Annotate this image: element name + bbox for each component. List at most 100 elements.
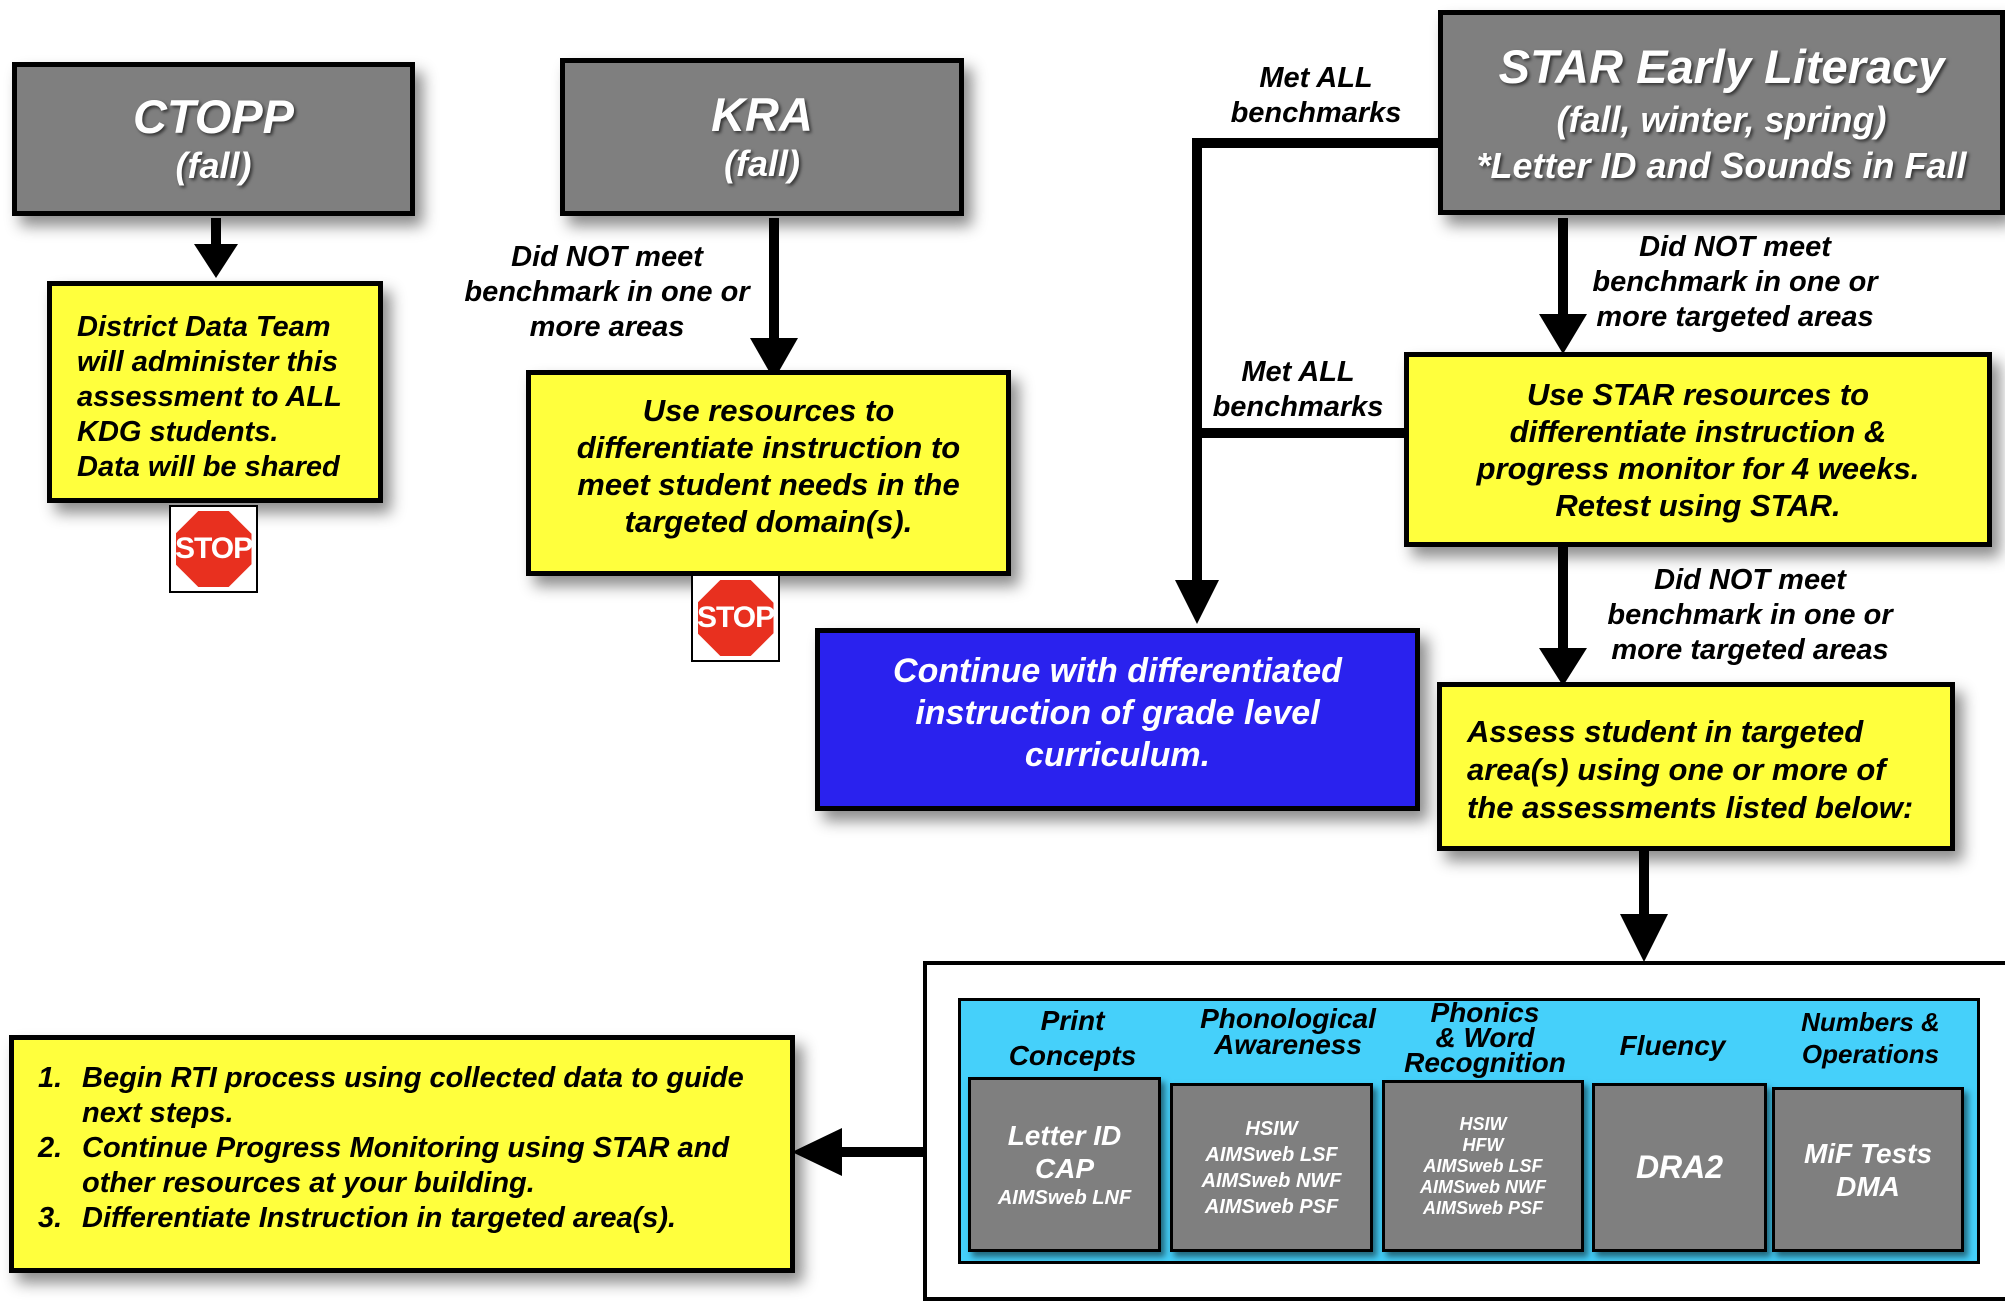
district-line: KDG students. [77, 416, 279, 448]
tool-name: Letter ID [1007, 1119, 1122, 1151]
tool-name: AIMSweb LNF [997, 1186, 1132, 1209]
steps-arrow-head [792, 1128, 842, 1176]
category-header-fluency: Fluency [1590, 1030, 1755, 1062]
label-line: Met ALL [1241, 356, 1355, 388]
step-text: next steps. [82, 1097, 234, 1129]
label-line: benchmark in one or [1607, 599, 1893, 631]
star-line3: *Letter ID and Sounds in Fall [1476, 144, 1967, 186]
step-item: 1. Begin RTI process using collected dat… [38, 1061, 780, 1131]
category-header-print-concepts: Print Concepts [975, 1003, 1170, 1073]
assess-arrow-head [1620, 914, 1668, 962]
header-line: & Word [1435, 1022, 1535, 1053]
header-line: Awareness [1214, 1029, 1362, 1060]
header-line: Phonics [1430, 997, 1540, 1028]
tool-name: AIMSweb PSF [1422, 1197, 1543, 1218]
stop-sign-icon: STOP [691, 574, 780, 662]
continue-line: curriculum. [1024, 735, 1211, 774]
star-not-met-label: Did NOT meet benchmark in one or more ta… [1570, 230, 1900, 335]
star-resources-met-all-label: Met ALL benchmarks [1198, 355, 1398, 425]
assess-box: Assess student in targeted area(s) using… [1437, 682, 1955, 851]
star-resources-line: Use STAR resources to [1526, 376, 1870, 412]
kra-not-met-label: Did NOT meet benchmark in one or more ar… [452, 240, 762, 345]
continue-box: Continue with differentiated instruction… [815, 628, 1420, 811]
tool-name: CAP [1034, 1152, 1095, 1184]
step-item: 2. Continue Progress Monitoring using ST… [38, 1131, 780, 1201]
header-line: Numbers & [1801, 1007, 1940, 1037]
tool-name: AIMSweb PSF [1204, 1195, 1339, 1218]
tool-card-phonics: HSIW HFW AIMSweb LSF AIMSweb NWF AIMSweb… [1382, 1080, 1584, 1252]
tool-card-print-concepts: Letter ID CAP AIMSweb LNF [968, 1077, 1161, 1252]
star-resources-not-met-label: Did NOT meet benchmark in one or more ta… [1585, 563, 1915, 668]
kra-resources-line: differentiate instruction to [576, 430, 961, 465]
district-line: assessment to ALL [77, 381, 342, 413]
star-resources-box: Use STAR resources to differentiate inst… [1404, 352, 1992, 547]
district-box: District Data Team will administer this … [47, 281, 383, 503]
tool-name: AIMSweb LSF [1423, 1155, 1543, 1176]
district-line: District Data Team [77, 311, 331, 343]
star-arrow-head [1539, 314, 1587, 354]
met-all-arrow-head [1175, 580, 1219, 624]
step-text: Differentiate Instruction in targeted ar… [82, 1202, 677, 1234]
continue-line: instruction of grade level [915, 693, 1320, 732]
tool-card-numbers-operations: MiF Tests DMA [1772, 1087, 1964, 1252]
tool-card-fluency: DRA2 [1592, 1083, 1767, 1252]
tool-name: AIMSweb NWF [1420, 1176, 1546, 1197]
star-resources-line: progress monitor for 4 weeks. [1476, 450, 1920, 486]
next-steps-box: 1. Begin RTI process using collected dat… [9, 1035, 795, 1273]
header-line: Operations [1801, 1039, 1940, 1069]
kra-title: KRA [711, 88, 813, 141]
star-resources-line: Retest using STAR. [1555, 487, 1841, 523]
kra-resources-line: targeted domain(s). [624, 504, 913, 539]
category-header-phonological-awareness: Phonological Awareness [1184, 1003, 1392, 1060]
tool-name: MiF Tests [1803, 1137, 1933, 1169]
ctopp-arrow-head [194, 244, 238, 278]
label-line: Did NOT meet [511, 241, 703, 273]
assess-line: Assess student in targeted [1467, 714, 1864, 749]
stop-sign-text: STOP [175, 511, 252, 587]
step-text: Continue Progress Monitoring using STAR … [82, 1132, 730, 1164]
step-text: Begin RTI process using collected data t… [82, 1062, 744, 1094]
step-item: 3. Differentiate Instruction in targeted… [38, 1201, 780, 1236]
tool-name: AIMSweb NWF [1201, 1169, 1342, 1192]
header-line: Concepts [1008, 1040, 1137, 1071]
district-line: will administer this [77, 346, 339, 378]
ctopp-box: CTOPP (fall) [12, 62, 415, 216]
label-line: more targeted areas [1611, 634, 1889, 666]
assess-line: the assessments listed below: [1467, 790, 1914, 825]
tool-name: HSIW [1245, 1117, 1298, 1140]
kra-box: KRA (fall) [560, 58, 964, 216]
category-header-phonics: Phonics & Word Recognition [1385, 997, 1585, 1078]
header-line: Recognition [1404, 1047, 1566, 1078]
label-line: benchmarks [1212, 391, 1384, 423]
label-line: more areas [529, 311, 685, 343]
star-box: STAR Early Literacy (fall, winter, sprin… [1438, 10, 2005, 215]
header-line: Phonological [1200, 1003, 1376, 1034]
tool-name: AIMSweb LSF [1205, 1143, 1338, 1166]
tool-name: DMA [1836, 1170, 1900, 1202]
step-text: other resources at your building. [82, 1167, 535, 1199]
district-line: Data will be shared [77, 451, 340, 483]
kra-resources-line: Use resources to [642, 393, 895, 428]
ctopp-subtitle: (fall) [175, 145, 252, 186]
tool-card-phonological-awareness: HSIW AIMSweb LSF AIMSweb NWF AIMSweb PSF [1170, 1083, 1373, 1252]
next-steps-list: 1. Begin RTI process using collected dat… [38, 1061, 780, 1236]
star-resources-line: differentiate instruction & [1509, 413, 1887, 449]
step-number: 2. [38, 1132, 63, 1164]
star-resources-arrow-head [1539, 648, 1587, 686]
label-line: benchmark in one or [1592, 266, 1878, 298]
kra-arrow-head [750, 338, 798, 380]
assess-line: area(s) using one or more of [1467, 752, 1886, 787]
star-title: STAR Early Literacy [1498, 39, 1945, 93]
step-number: 3. [38, 1202, 63, 1234]
ctopp-title: CTOPP [132, 90, 295, 143]
kra-resources-box: Use resources to differentiate instructi… [526, 370, 1011, 576]
label-line: benchmarks [1230, 97, 1402, 129]
label-line: benchmark in one or [464, 276, 750, 308]
header-line: Fluency [1619, 1030, 1726, 1061]
label-line: more targeted areas [1596, 301, 1874, 333]
kra-resources-line: meet student needs in the [577, 467, 960, 502]
tool-name: HFW [1462, 1134, 1504, 1155]
header-line: Print [1040, 1005, 1105, 1036]
tool-name: HSIW [1459, 1113, 1507, 1134]
label-line: Met ALL [1259, 62, 1373, 94]
